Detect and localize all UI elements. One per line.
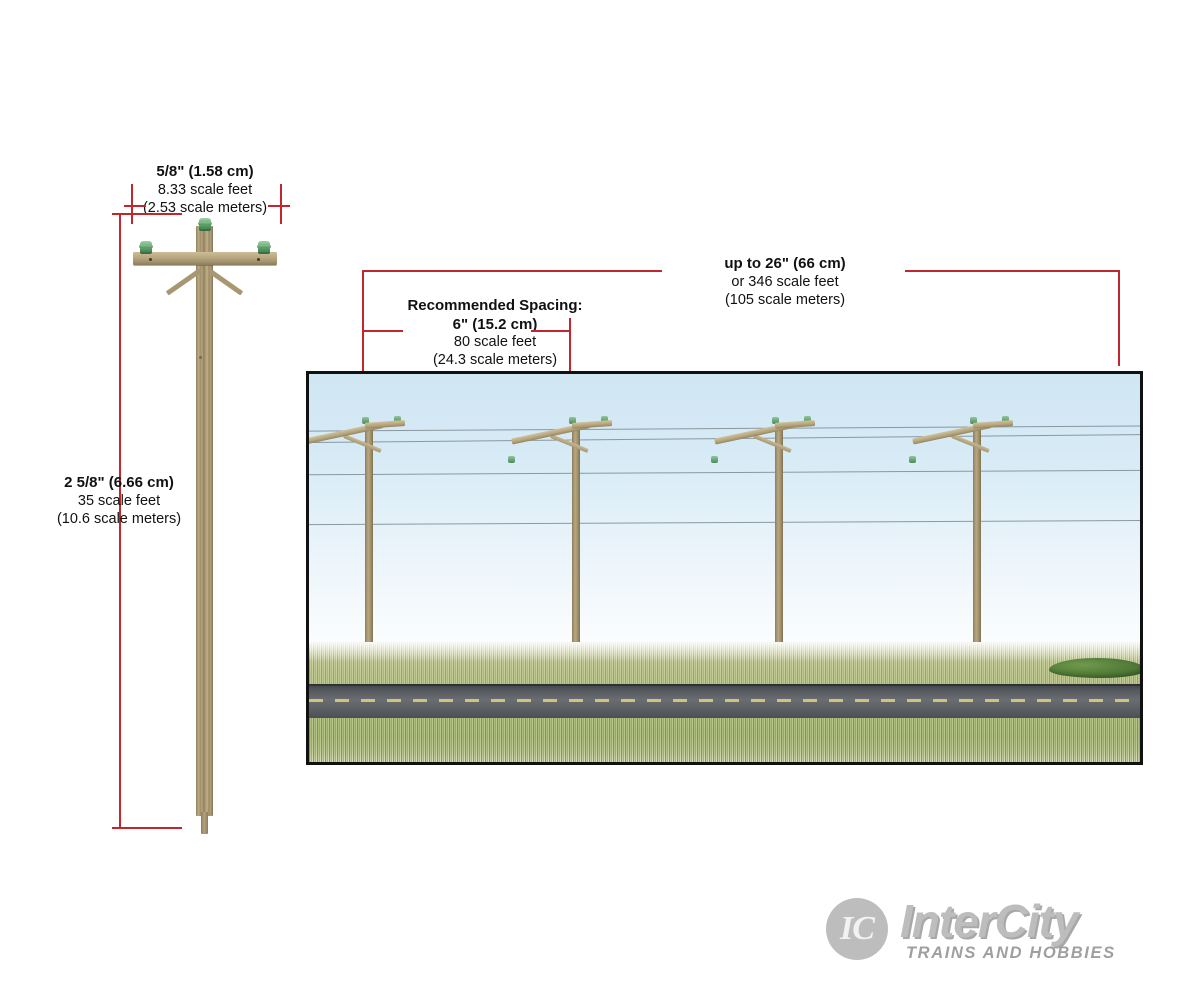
scene-pole-3-insulator-mid [772,417,779,424]
spacing-primary: 6" (15.2 cm) [452,315,538,333]
height-dimension-line [119,213,121,829]
pole-shaft [196,226,213,816]
total-span-scale-meters: (105 scale meters) [724,291,846,308]
crossarm-width-scale-meters: (2.53 scale meters) [142,199,268,216]
scene-pole-2-insulator-outer [508,456,515,463]
grass-far-side [309,642,1140,686]
crossarm-width-scale-feet: 8.33 scale feet [157,181,253,198]
insulator-top [198,218,212,231]
width-extension-line-left [131,184,133,224]
scene-pole-4-insulator-outer [909,456,916,463]
pole-crossarm [133,252,277,265]
brand-logo: IC InterCity TRAINS AND HOBBIES [826,895,1156,970]
total-span-extension-right [1118,270,1120,366]
scene-pole-3-insulator-inner [804,416,811,423]
pole-height-scale-feet: 35 scale feet [77,492,161,509]
scene-pole-3-shaft [775,424,783,674]
crossarm-bolt-left [149,258,152,261]
spacing-extension-line-right [569,318,571,420]
crossarm-bolt-right [257,258,260,261]
logo-tagline: TRAINS AND HOBBIES [906,944,1116,962]
spacing-tick-right [531,330,570,332]
crossarm-width-dimension-text: 5/8" (1.58 cm) 8.33 scale feet (2.53 sca… [60,163,350,218]
total-span-line-left [362,270,662,272]
scene-pole-1-shaft [365,424,373,674]
width-dimension-tick-right [268,205,290,207]
total-span-line-right [905,270,1120,272]
width-dimension-tick-left [124,205,146,207]
scene-pole-2-insulator-mid [569,417,576,424]
roadside-bush [1049,658,1140,678]
pole-height-primary: 2 5/8" (6.66 cm) [64,474,174,491]
pole-mounting-pin [201,812,208,834]
height-dimension-tick-top [112,213,182,215]
spacing-heading: Recommended Spacing: [407,297,583,314]
logo-wordmark: InterCity [900,895,1079,947]
scene-pole-3-insulator-outer [711,456,718,463]
scene-pole-4-insulator-inner [1002,416,1009,423]
recommended-spacing-text: Recommended Spacing: 6" (15.2 cm) 80 sca… [340,297,650,370]
total-span-scale-feet: or 346 scale feet [731,273,839,290]
scene-pole-2-shaft [572,424,580,674]
road [309,684,1140,718]
road-edge [309,684,1140,686]
spacing-tick-left [363,330,403,332]
spacing-scale-feet: 80 scale feet [453,334,537,351]
scene-pole-4-insulator-mid [970,417,977,424]
spacing-extension-line-left [362,270,364,420]
scene-pole-1-insulator-mid [362,417,369,424]
logo-circle-badge [826,898,888,960]
scene-pole-1-insulator-outer [306,456,308,463]
insulator-right [257,241,271,254]
pole-height-dimension-text: 2 5/8" (6.66 cm) 35 scale feet (10.6 sca… [0,474,248,529]
scene-pole-2-insulator-inner [601,416,608,423]
logo-monogram: IC [840,910,875,947]
height-dimension-tick-bottom [112,827,182,829]
spacing-scale-meters: (24.3 scale meters) [432,352,558,369]
scene-panel [306,371,1143,765]
scene-pole-1-insulator-inner [394,416,401,423]
grass-near-side [309,718,1140,762]
crossarm-width-primary: 5/8" (1.58 cm) [156,163,254,180]
road-center-line [309,699,1140,702]
width-extension-line-right [280,184,282,224]
scene-pole-4-shaft [973,424,981,674]
total-span-text: up to 26" (66 cm) or 346 scale feet (105… [640,255,930,310]
pole-elevation-figure: 5/8" (1.58 cm) 8.33 scale feet (2.53 sca… [0,0,300,1000]
total-span-primary: up to 26" (66 cm) [724,255,846,272]
pole-height-scale-meters: (10.6 scale meters) [56,510,182,527]
insulator-left [139,241,153,254]
